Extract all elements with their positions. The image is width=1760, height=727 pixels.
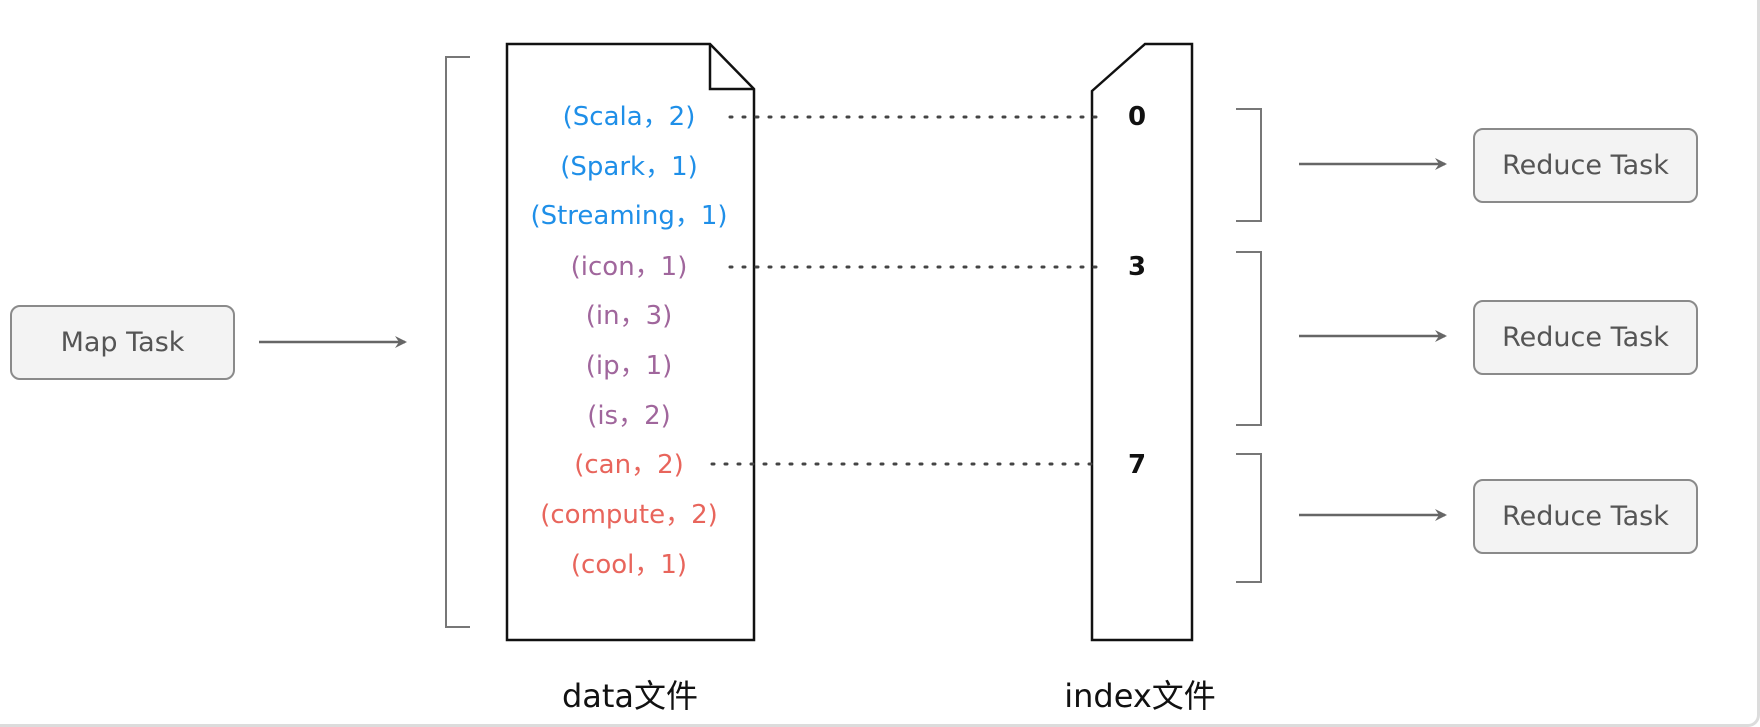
data-file-bracket	[445, 56, 470, 628]
data-entry: (compute，2)	[540, 500, 718, 530]
reduce-task-label: Reduce Task	[1502, 501, 1669, 532]
data-entry: (cool，1)	[570, 550, 688, 580]
partition-bracket-2	[1236, 251, 1262, 426]
map-task-box: Map Task	[10, 305, 235, 380]
data-entry: (is，2)	[587, 401, 671, 431]
map-task-label: Map Task	[60, 327, 185, 358]
data-entry: (Spark，1)	[560, 152, 698, 182]
reduce-task-label: Reduce Task	[1502, 322, 1669, 353]
reduce-task-box: Reduce Task	[1473, 479, 1698, 554]
index-offset: 0	[1128, 102, 1147, 132]
reduce-task-box: Reduce Task	[1473, 300, 1698, 375]
index-offset: 3	[1128, 252, 1147, 282]
data-file-caption: data文件	[561, 677, 699, 715]
data-file-document	[505, 42, 756, 642]
index-file-document	[1090, 42, 1194, 642]
index-offset: 7	[1128, 450, 1147, 480]
data-entry: (icon，1)	[570, 252, 688, 282]
partition-bracket-1	[1236, 108, 1262, 222]
partition-bracket-3	[1236, 453, 1262, 583]
data-entry: (Scala，2)	[562, 102, 696, 132]
data-entry: (can，2)	[574, 450, 684, 480]
index-file-caption: index文件	[1064, 677, 1216, 715]
reduce-task-label: Reduce Task	[1502, 150, 1669, 181]
data-entry: (ip，1)	[585, 351, 673, 381]
data-entry: (Streaming，1)	[530, 201, 728, 231]
data-entry: (in，3)	[585, 301, 673, 331]
data-file-fold-corner	[708, 44, 754, 91]
reduce-task-box: Reduce Task	[1473, 128, 1698, 203]
